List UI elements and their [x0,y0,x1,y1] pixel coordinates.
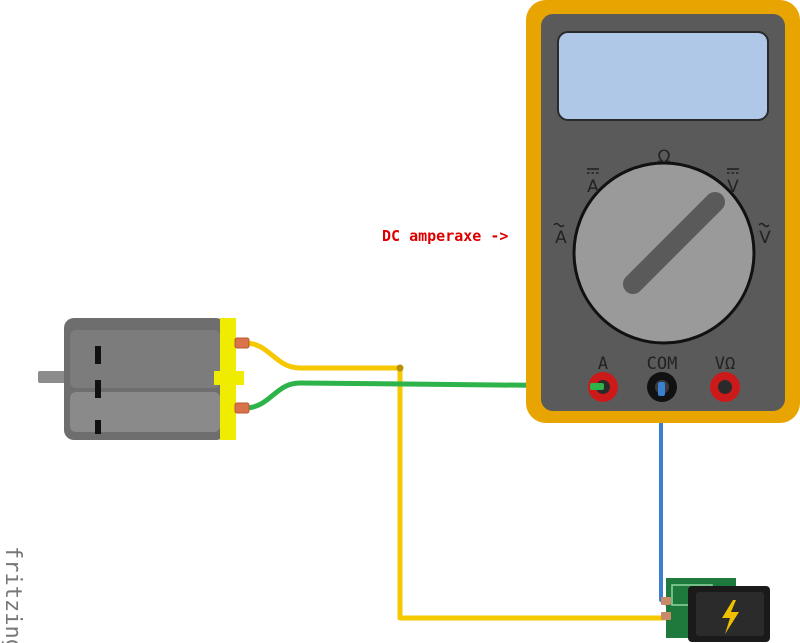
jack-pin-1 [661,597,671,605]
motor-center-tab [214,371,244,385]
yellow-wire-junction-to-jack [397,365,671,621]
wire-junction-dot [396,364,404,372]
selector-dial-pointer [623,192,725,294]
dial-label-dc-volts: V [727,177,739,197]
port-volt-ohm-hole [718,380,732,394]
motor-terminal-bottom [234,402,250,414]
multimeter-display [557,31,769,121]
dial-label-ac-volts-group: V [758,222,771,248]
power-jack [661,578,770,642]
motor-shaft [38,371,72,383]
motor-body-highlight [70,330,220,388]
dial-label-ohm: Ω [658,147,671,167]
dc-amps-annotation: DC amperaxe -> [382,227,508,245]
dc-motor [38,318,250,440]
dial-label-dc-volts-group: V [727,168,739,197]
dial-label-ac-volts: V [759,228,771,248]
dial-label-ac-amps: A [555,228,567,248]
motor-terminal-top [234,337,250,349]
port-label-common: COM [647,354,678,374]
jack-pin-2 [661,612,671,620]
dial-label-dc-amps-group: A [587,168,599,197]
motor-body-shade [70,392,220,432]
motor-slot-2 [95,380,101,398]
port-label-volt-ohm: VΩ [715,354,735,374]
fritzing-logo: fritzing [0,546,25,643]
ac-symbol [758,222,770,228]
multimeter: Ω A V A V A COM VΩ [526,0,800,423]
ac-symbol [553,222,565,228]
motor-slot-1 [95,346,101,364]
motor-slot-3 [95,420,101,434]
lightning-bolt-icon [722,600,739,634]
blue-wire-tip [658,382,665,396]
port-volt-ohm[interactable] [710,372,740,402]
dial-label-dc-amps: A [587,177,599,197]
green-wire-motor-to-a-port [242,380,606,411]
port-label-amps: A [598,354,608,374]
yellow-wire-motor-to-junction [242,340,403,371]
green-wire-tip [590,383,604,390]
dial-label-ac-amps-group: A [553,222,567,248]
